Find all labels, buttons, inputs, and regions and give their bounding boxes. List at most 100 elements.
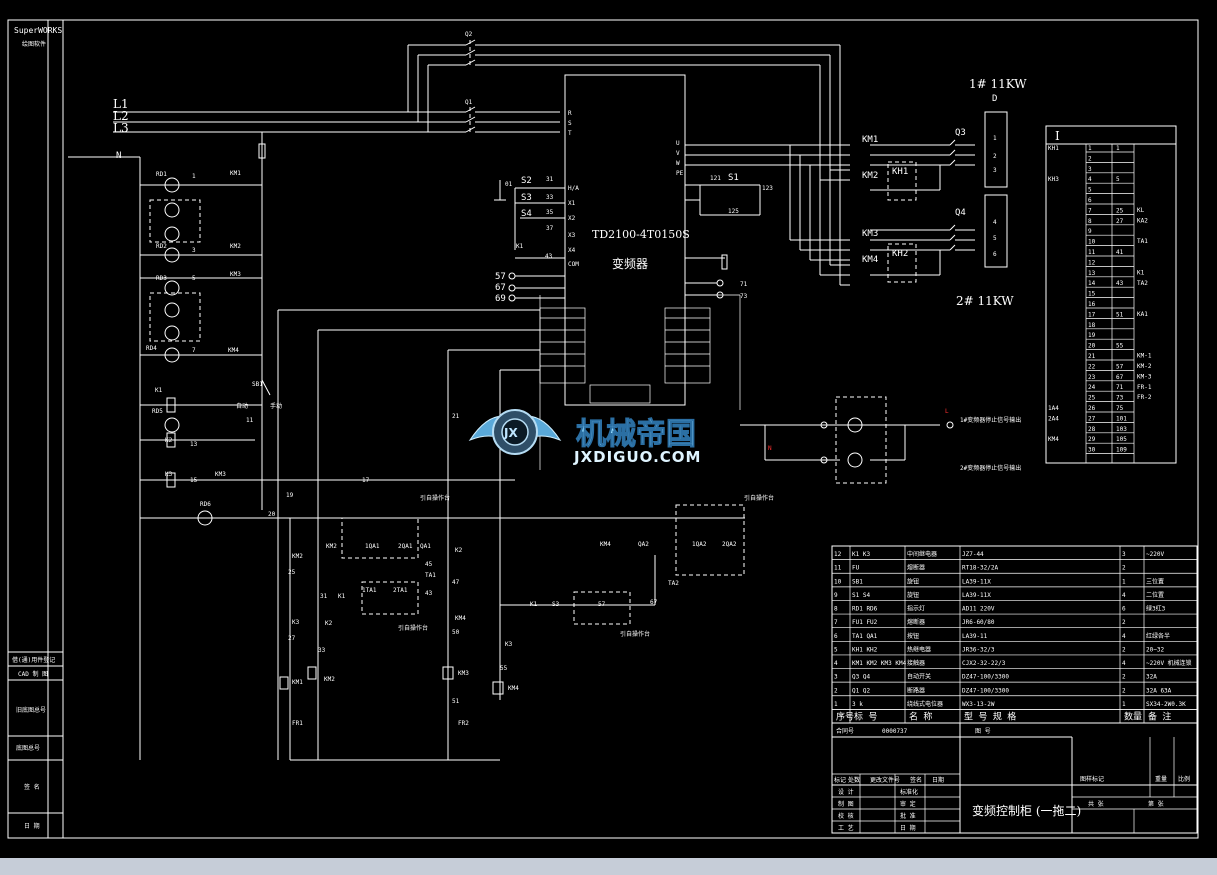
contact-k3-c: K3 bbox=[505, 641, 513, 648]
terminal-cell: 71 bbox=[1116, 384, 1124, 391]
contact-k2-b: K2 bbox=[325, 620, 333, 627]
wire-43: 45 bbox=[425, 561, 433, 568]
wire-21: 21 bbox=[452, 413, 460, 420]
parts-cell: Q3 Q4 bbox=[852, 674, 870, 681]
inverter-term-w: W bbox=[676, 160, 680, 167]
op-box-label-2: 引自操作台 bbox=[398, 624, 428, 632]
terminal-extra-cell: KA1 bbox=[1137, 311, 1148, 318]
parts-cell: 9 bbox=[834, 592, 838, 599]
label-2: 2 bbox=[993, 153, 997, 160]
terminal-cell: 7 bbox=[1088, 207, 1092, 214]
terminal-cell: 26 bbox=[1088, 405, 1096, 412]
terminal-extra-cell: K1 bbox=[1137, 269, 1145, 276]
terminal-cell: 14 bbox=[1088, 280, 1096, 287]
parts-cell: 2 bbox=[1122, 565, 1126, 572]
terminal-cell: 29 bbox=[1088, 436, 1096, 443]
parts-header-cell: 型 号 规 格 bbox=[964, 711, 1016, 723]
terminal-cell: KH1 bbox=[1048, 145, 1059, 152]
breaker-q1-label: Q1 bbox=[465, 99, 473, 106]
lamp-rd3 bbox=[164, 280, 180, 296]
contact-km4-b: KM4 bbox=[455, 615, 466, 622]
contact-k3-b: K3 bbox=[292, 619, 300, 626]
bus-label-n: N bbox=[116, 151, 121, 161]
terminal-extra-cell: TA2 bbox=[1137, 280, 1148, 287]
drawing-no-label: 图 号 bbox=[975, 728, 991, 735]
wire-50: 51 bbox=[452, 698, 460, 705]
contact-km2-c: KM2 bbox=[326, 543, 337, 550]
parts-cell: 二位置 bbox=[1146, 591, 1164, 599]
label-37: 37 bbox=[546, 225, 554, 232]
parts-cell: K1 K3 bbox=[852, 551, 870, 558]
terminal-cell: 51 bbox=[1116, 311, 1124, 318]
inverter-term-com: COM bbox=[568, 261, 579, 268]
label-31: 31 bbox=[546, 176, 554, 183]
wire-45: 47 bbox=[452, 579, 460, 586]
parts-cell: KM1 KM2 KM3 KM4 bbox=[852, 660, 907, 667]
contact-k1-c: K1 bbox=[530, 601, 538, 608]
terminal-cell: 5 bbox=[1088, 187, 1092, 194]
inner-frame bbox=[62, 19, 1199, 839]
parts-cell: 3 bbox=[1122, 551, 1126, 558]
parts-cell: CJX2-32-22/3 bbox=[962, 660, 1006, 667]
terminal-cell: 6 bbox=[1088, 197, 1092, 204]
relay-kh2: KH2 bbox=[892, 249, 908, 259]
breaker-q2-label: Q2 bbox=[465, 31, 473, 38]
manual-label: 手动 bbox=[270, 402, 282, 410]
terminal-cell: 67 bbox=[1116, 374, 1124, 381]
inverter-term-x3: X3 bbox=[568, 232, 576, 239]
parts-cell: 6 bbox=[1122, 606, 1126, 613]
parts-cell: 20~32 bbox=[1146, 646, 1164, 653]
wire-19: 19 bbox=[286, 492, 294, 499]
terminal-cell: 101 bbox=[1116, 415, 1127, 422]
parts-cell: 绿3红3 bbox=[1146, 605, 1166, 613]
coil-km3: KM3 bbox=[458, 670, 469, 677]
bus-label-l1: L1 bbox=[113, 97, 129, 111]
wire-51: 55 bbox=[500, 665, 508, 672]
sidebar: SuperWORKS 绘图软件 借(通)用件登记 CAD 制 图 旧底图总号 底… bbox=[8, 20, 63, 838]
parts-cell: 旋钮 bbox=[907, 577, 919, 585]
sidebar-cell-2: 旧底图总号 bbox=[16, 706, 46, 714]
rev-header-3: 签名 bbox=[910, 776, 922, 784]
breaker-q3-label: Q3 bbox=[955, 128, 966, 138]
terminal-cell: 21 bbox=[1088, 353, 1096, 360]
parts-cell: 4 bbox=[1122, 592, 1126, 599]
wire-121: 121 bbox=[710, 175, 721, 182]
parts-cell: 熔断器 bbox=[907, 618, 925, 626]
terminal-cell: KM4 bbox=[1048, 436, 1059, 443]
op-box-label-4: 引自操作台 bbox=[744, 494, 774, 502]
parts-cell: 3 k bbox=[852, 701, 863, 708]
rev-header-0: 标记 bbox=[834, 776, 846, 784]
button-1qa1: 1QA1 bbox=[365, 543, 380, 550]
parts-cell: 32A 63A bbox=[1146, 687, 1172, 694]
terminal-cell: 25 bbox=[1088, 395, 1096, 402]
parts-cell: 2 bbox=[1122, 646, 1126, 653]
wire-1: 1 bbox=[192, 173, 196, 180]
button-ta1: TA1 bbox=[425, 572, 436, 579]
motor-2-label: 2# 11KW bbox=[956, 294, 1014, 308]
terminal-cell: 23 bbox=[1088, 374, 1096, 381]
terminal-cell: 19 bbox=[1088, 332, 1096, 339]
wire-15: 15 bbox=[190, 477, 198, 484]
contact-km4-a: KM4 bbox=[228, 347, 239, 354]
parts-header-cell: 备 注 bbox=[1148, 711, 1171, 723]
inverter-inputs: 01 S2 S3 S4 31 33 35 37 43 K1 57 67 69 bbox=[494, 176, 565, 304]
parts-cell: 2 bbox=[1122, 687, 1126, 694]
terminal-cell: 55 bbox=[1116, 343, 1124, 350]
parts-cell: 5 bbox=[834, 646, 838, 653]
contactor-km3: KM3 bbox=[862, 229, 878, 239]
parts-cell: Q1 Q2 bbox=[852, 687, 870, 694]
parts-cell: KH1 KH2 bbox=[852, 646, 878, 653]
terminal-cell: 13 bbox=[1088, 270, 1096, 277]
terminal-cell: 25 bbox=[1116, 207, 1124, 214]
terminal-cell: 11 bbox=[1088, 249, 1096, 256]
relay-k2: K2 bbox=[165, 437, 173, 444]
terminal-cell: 1 bbox=[1116, 145, 1120, 152]
switch-sb1: SB1 bbox=[252, 381, 263, 388]
wire-31: 31 bbox=[320, 593, 328, 600]
terminal-cell: 28 bbox=[1088, 426, 1096, 433]
parts-cell: 3 bbox=[834, 674, 838, 681]
title-block: 合同号 0000737 图 号 变频控制柜 (一拖二) 图样标记 重量 比例 共… bbox=[831, 722, 1198, 834]
scale-label: 比例 bbox=[1178, 775, 1190, 783]
role-left-0: 设 计 bbox=[838, 788, 854, 796]
